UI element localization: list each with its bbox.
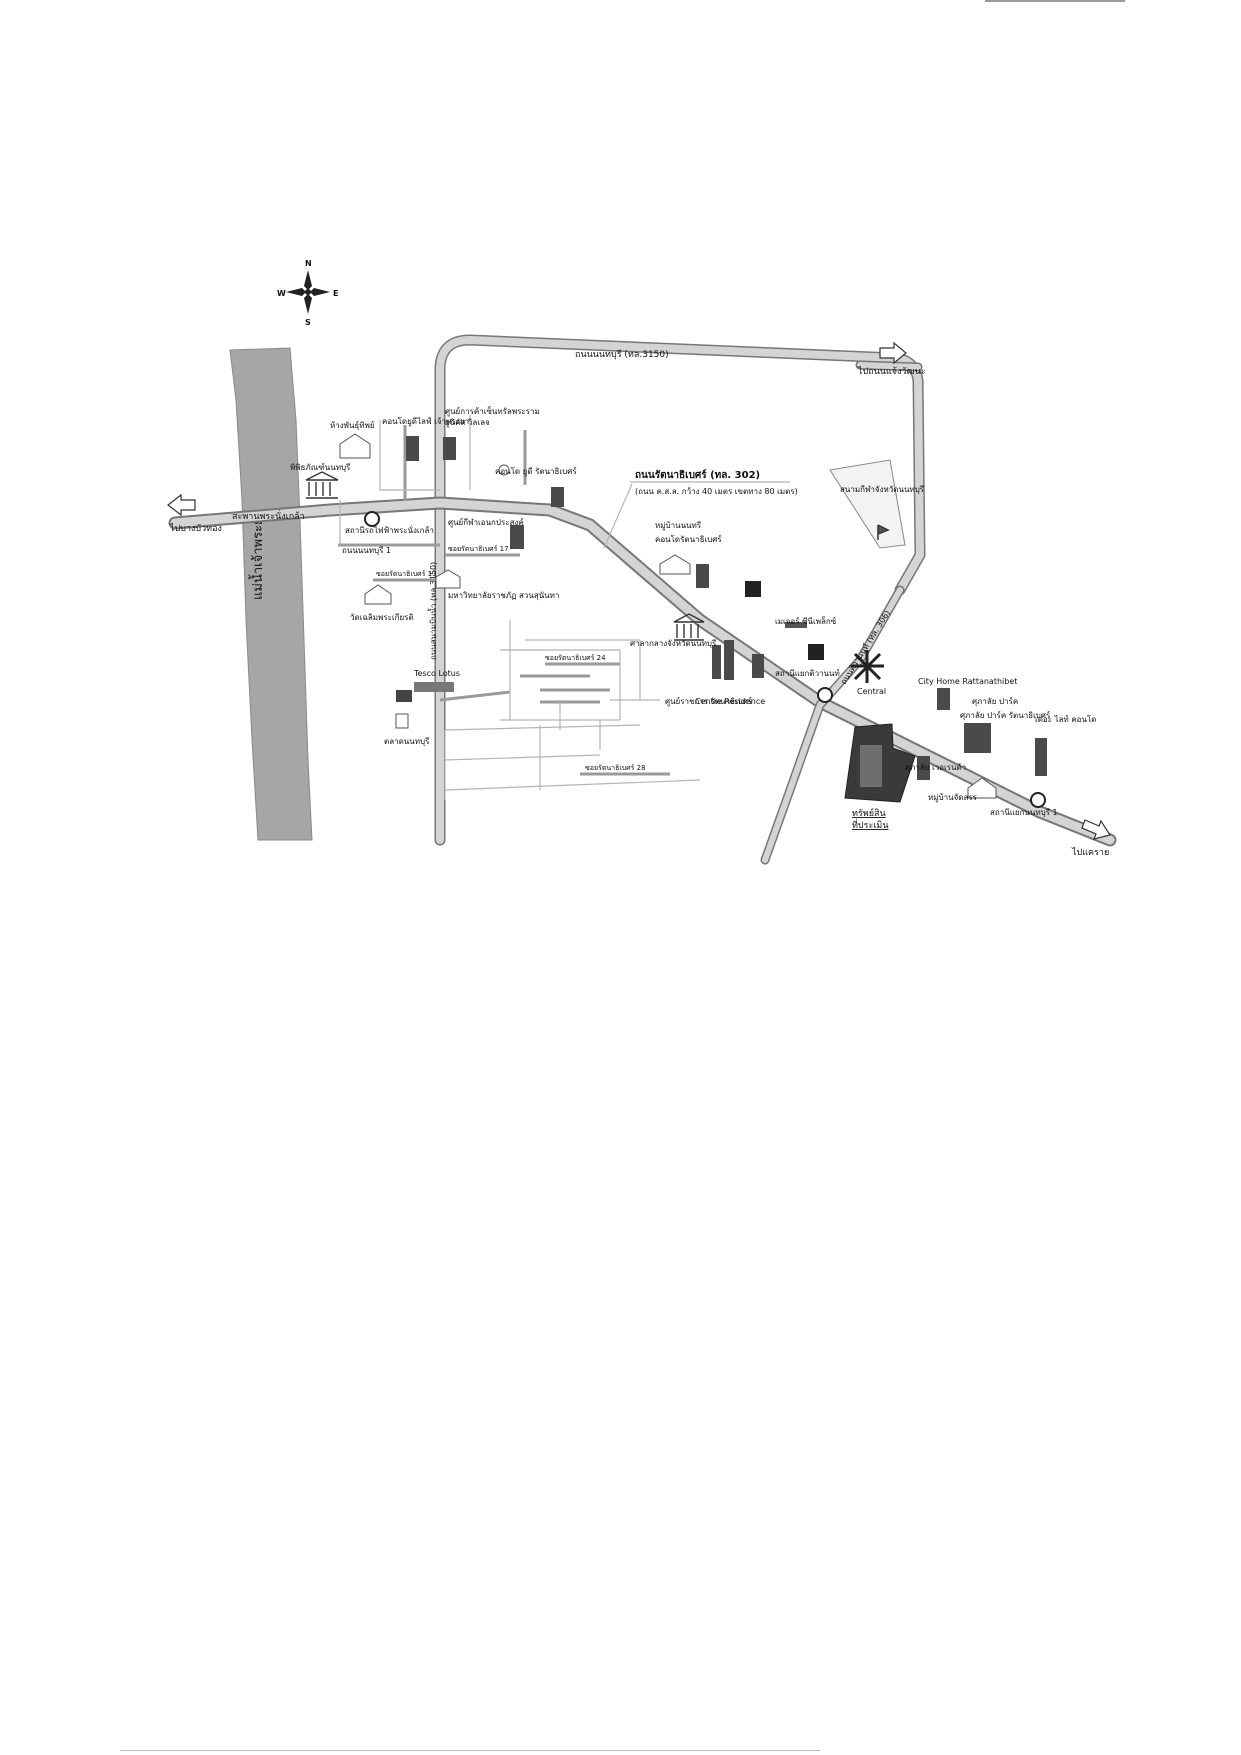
landmark-label: ศูนย์ราชการ รัตนาธิเบศร์ — [665, 696, 753, 707]
scan-artifact — [120, 1750, 820, 1751]
landmark-label: พิพิธภัณฑ์นนทบุรี — [290, 462, 351, 472]
side-road-label: ถนนนนทบุรี 1 — [342, 546, 391, 555]
landmark-label: หมู่บ้านจัดสรร — [928, 793, 978, 803]
bridge-label: สะพานพระนั่งเกล้า — [232, 509, 305, 522]
northeast-exit-label: ไปถนนแจ้งวัฒนะ — [857, 366, 926, 377]
landmark-label: เมเจอร์ ซีนีเพล็กซ์ — [775, 616, 837, 626]
northeast-exit-arrow — [855, 341, 923, 372]
landmark-label: สถานีรถไฟฟ้าพระนั่งเกล้า — [345, 524, 434, 535]
landmark-label: ห้างพันธุ์ทิพย์ — [330, 420, 375, 430]
river — [229, 347, 313, 841]
landmark-label: วัดเฉลิมพระเกียรติ — [350, 613, 414, 622]
landmark-label: ศาลากลางจังหวัดนนทบุรี — [630, 639, 717, 648]
sports-field-label: สนามกีฬาจังหวัดนนทบุรี — [840, 485, 925, 494]
compass-west: W — [277, 289, 286, 298]
landmark-label: เดอะ ไลท์ คอนโด — [1035, 714, 1096, 724]
main-road-label: ถนนรัตนาธิเบศร์ (ทล. 302) — [635, 469, 760, 481]
landmark-label: หมู่บ้านนนทรี — [655, 521, 702, 531]
compass-north: N — [305, 259, 312, 268]
small-house-icons — [339, 433, 997, 799]
landmark-label: ยูนิคัส วิลเลจ — [445, 418, 490, 428]
soi-label-1: ซอยรัตนาธิเบศร์ 13 — [376, 570, 437, 578]
west-exit-arrow — [167, 493, 196, 517]
compass-rose — [286, 270, 330, 314]
main-road-pointer — [603, 481, 790, 549]
landmark-label: คอนโดยูดีไลฟ์ เจ้าพระยา — [382, 416, 469, 427]
landmark-label: ศุภาลัย เวอเรนด้า — [905, 763, 966, 772]
landmark-label: Centre Residence — [695, 697, 765, 706]
sports-field-area — [829, 459, 906, 549]
landmark-label: ตลาดนนทบุรี — [384, 737, 430, 746]
landmark-label: มหาวิทยาลัยราชภัฏ สวนสุนันทา — [448, 591, 559, 600]
compass-east: E — [333, 289, 338, 298]
landmark-label: City Home Rattanathibet — [918, 677, 1017, 686]
north-road-label: ถนนนนทบุรี (ทล.3150) — [575, 349, 669, 360]
main-road-note: (ถนน ค.ส.ล. กว้าง 40 เมตร เขตทาง 80 เมตร… — [635, 487, 798, 496]
subject-subtitle: ที่ประเมิน — [852, 818, 888, 831]
subject-title: ทรัพย์สิน — [852, 807, 886, 819]
river-label: แม่น้ำเจ้าพระยา — [248, 510, 266, 600]
vertical-road-label: ถนนสนามบินน้ำ (ทล.3150) — [427, 562, 438, 660]
landmark-label: สถานีแยกติวานนท์ — [775, 668, 840, 678]
subject-property — [844, 723, 916, 803]
local-streets — [339, 415, 701, 800]
soi-label-3: ซอยรัตนาธิเบศร์ 24 — [545, 654, 606, 662]
landmark-label: Central — [857, 687, 886, 696]
southeast-exit-label: ไปแคราย — [1071, 847, 1109, 858]
landmark-label: ศุภาลัย ปาร์ค — [972, 696, 1018, 706]
soi-label-4: ซอยรัตนาธิเบศร์ 28 — [585, 764, 646, 772]
landmark-label: ศูนย์การค้าเซ็นทรัลพระราม — [445, 406, 540, 417]
logo-icons — [395, 464, 884, 729]
soi-label-2: ซอยรัตนาธิเบศร์ 17 — [448, 545, 509, 553]
landmark-labels: พิพิธภัณฑ์นนทบุรี ห้างพันธุ์ทิพย์ คอนโดย… — [290, 406, 1096, 817]
landmark-label: คอนโด ยูดี รัตนาธิเบศร์ — [495, 466, 577, 477]
museum-icons — [305, 471, 705, 641]
west-exit-label: ไปบางบัวทอง — [169, 523, 222, 534]
soi-line-3 — [439, 690, 511, 702]
scan-artifact — [985, 0, 1125, 2]
landmark-label: คอนโดรัตนาธิเบศร์ — [655, 534, 722, 544]
building-icons — [406, 436, 1047, 780]
landmark-label: สถานีแยกนนทบุรี 1 — [990, 808, 1058, 817]
diagonal-road — [760, 585, 905, 865]
landmark-label: Tesco Lotus — [413, 669, 460, 678]
landmark-label: ศุภาลัย ปาร์ค รัตนาธิเบศร์ — [960, 710, 1051, 720]
southeast-exit-arrow — [1081, 819, 1111, 840]
station-icons — [364, 511, 1046, 808]
landmark-label: ศูนย์กีฬาเอนกประสงค์ — [448, 517, 524, 528]
flag-icon — [877, 524, 890, 540]
compass-south: S — [305, 318, 311, 327]
diagonal-road-label: ถนนติวานนท์ (ทล. 306) — [838, 608, 892, 686]
